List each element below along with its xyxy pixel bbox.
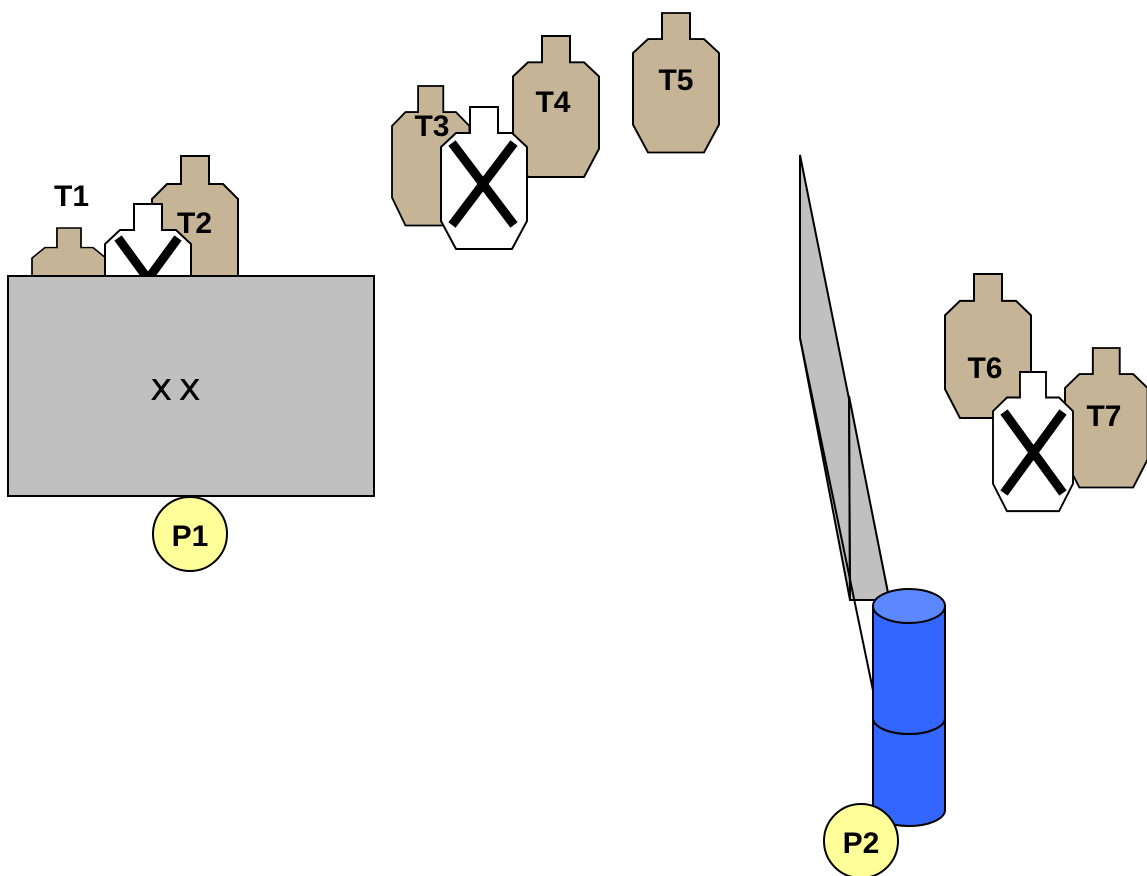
target-t2-label: T2 (177, 207, 212, 240)
no-shoot-2 (440, 106, 528, 250)
no-shoot-1 (104, 203, 192, 276)
position-p2-label: P2 (843, 827, 880, 860)
position-p1-label: P1 (172, 520, 209, 553)
target-t1-label: T1 (54, 180, 89, 213)
target-t3-label: T3 (414, 110, 449, 143)
x-mark-icon (448, 140, 518, 228)
target-t6-silhouette (944, 273, 1032, 419)
target-t6-label: T6 (967, 352, 1002, 385)
table: xx (7, 275, 375, 497)
target-t7-label: T7 (1086, 400, 1121, 433)
table-marking: xx (150, 365, 207, 409)
x-mark-icon (114, 235, 182, 276)
x-mark-icon (1000, 409, 1067, 496)
no-shoot-3 (992, 371, 1074, 513)
target-t5-label: T5 (658, 64, 693, 97)
target-t4-label: T4 (535, 86, 570, 119)
barrel-upper (872, 588, 946, 735)
position-p1-marker: P1 (152, 496, 228, 572)
barrel-stack (872, 588, 946, 827)
position-p2-marker: P2 (823, 803, 899, 876)
